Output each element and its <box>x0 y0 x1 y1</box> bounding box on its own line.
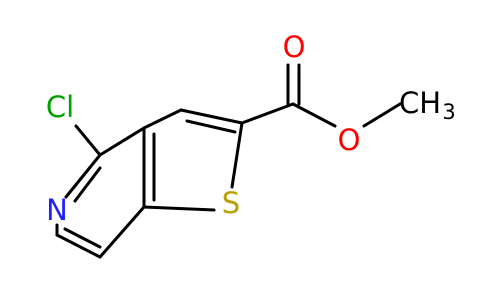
methyl-subscript-label: 3 <box>442 100 455 124</box>
bond-s1-c7a <box>142 205 216 212</box>
atom-labels: Cl N S O O CH 3 <box>46 30 456 227</box>
bond-c7a-c7 <box>98 205 146 259</box>
ester-oxygen-atom-label: O <box>338 123 361 157</box>
methyl-group-label: CH <box>399 86 441 120</box>
bond-c2-carbonyl-c <box>240 102 295 125</box>
bond-c3a-c3 <box>142 108 183 130</box>
bond-ester-o-methyl <box>362 102 402 128</box>
sulfur-atom-label: S <box>222 186 240 220</box>
bond-c7-c6-outer <box>55 233 102 259</box>
carbonyl-oxygen-atom-label: O <box>283 30 306 64</box>
nitrogen-atom-label: N <box>46 193 68 227</box>
bond-c4-c3a <box>98 126 146 157</box>
bond-c3-c2-inner <box>185 119 237 134</box>
bond-c2-s1 <box>230 121 244 189</box>
bond-c4-cl <box>74 124 102 157</box>
chlorine-atom-label: Cl <box>46 90 74 124</box>
bond-n5-c4-outer <box>64 153 102 199</box>
bond-n5-c4-inner <box>73 166 102 203</box>
bond-carbonyl-c-ester-o <box>291 102 337 128</box>
bond-c7-c6-inner <box>63 227 102 249</box>
bond-group <box>55 63 402 259</box>
bond-c3-c2-outer <box>179 108 244 125</box>
